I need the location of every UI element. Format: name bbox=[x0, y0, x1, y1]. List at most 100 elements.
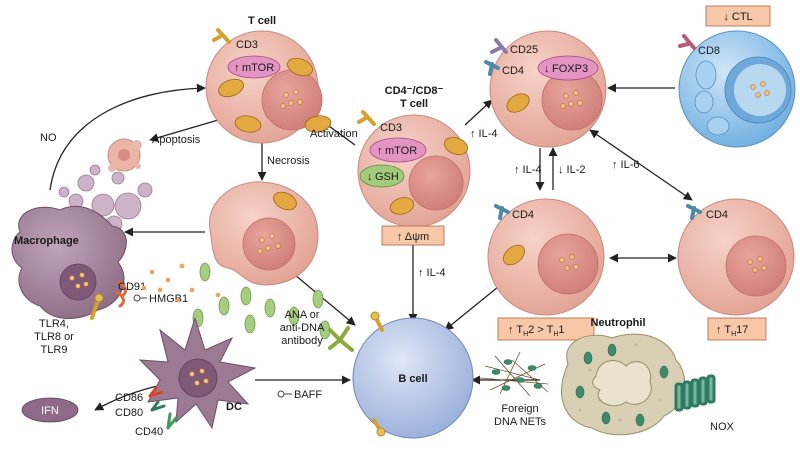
foxp3-oval bbox=[537, 55, 599, 81]
ana-label-3: antibody bbox=[281, 335, 323, 347]
th-cell: CD4 ↑ TH2 > TH1 bbox=[487, 198, 605, 341]
dn-mtor-label: mTOR bbox=[385, 145, 417, 157]
t-cell-mtor-arrow: ↑ bbox=[234, 62, 240, 74]
mtor-oval bbox=[227, 55, 281, 79]
il4-label-c: ↑ IL-4 bbox=[418, 267, 446, 279]
dn-cd3-receptor-icon bbox=[357, 110, 376, 126]
cd8-receptor-icon bbox=[678, 34, 696, 50]
debris-dots bbox=[141, 263, 221, 303]
gsh-oval bbox=[359, 164, 405, 188]
neutrophil-nucleus bbox=[592, 360, 652, 407]
dc-to-ifn-arrow bbox=[94, 384, 163, 411]
nox-complex-icon bbox=[674, 374, 716, 412]
tlr-label-1: TLR4, bbox=[39, 318, 69, 330]
dn-title-2: T cell bbox=[400, 98, 428, 110]
t-cell-nucleus-dots bbox=[280, 89, 303, 109]
treg-cd4-label: CD4 bbox=[502, 65, 524, 77]
tlr-receptor-icon bbox=[90, 293, 104, 320]
nets bbox=[479, 351, 549, 397]
ana-label-1: ANA or bbox=[285, 309, 320, 321]
cd40-label: CD40 bbox=[135, 426, 163, 438]
dn-gsh-label: GSH bbox=[375, 171, 399, 183]
antibody-icon bbox=[328, 326, 354, 352]
apoptosis-arrow bbox=[149, 117, 226, 143]
dpsi-label: ↑ Δψm bbox=[397, 231, 429, 243]
cd40-receptor-icon bbox=[166, 412, 178, 430]
dn-to-treg-arrow bbox=[464, 99, 493, 126]
macrophage: Macrophage CD91 HMGB1 TLR4, TLR8 or TLR9 bbox=[11, 164, 188, 356]
ctl-box-label: ↓ CTL bbox=[723, 11, 752, 23]
double-negative-t-cell: CD4⁻/CD8⁻ T cell ↑ mTOR ↓ GSH CD3 ↑ Δψm bbox=[357, 85, 471, 246]
ctl-cell: ↓ CTL CD8 bbox=[678, 5, 796, 148]
dc-nucleus bbox=[178, 358, 218, 398]
dn-gsh-arrow: ↓ bbox=[367, 171, 373, 183]
th-cd4-label: CD4 bbox=[512, 209, 534, 221]
dn-cd3-label: CD3 bbox=[380, 122, 402, 134]
necrotic-to-bcell-arrow bbox=[294, 274, 356, 326]
t-cell-mtor-label: mTOR bbox=[242, 62, 274, 74]
no-arrow bbox=[49, 83, 206, 191]
dendritic-cell: DC CD86 CD80 CD40 BAFF bbox=[115, 316, 322, 438]
macrophage-title: Macrophage bbox=[14, 235, 79, 247]
baff-label: BAFF bbox=[294, 389, 322, 401]
dn-mtor-arrow: ↑ bbox=[377, 145, 383, 157]
baff-icon bbox=[277, 390, 292, 398]
necrotic-cell bbox=[209, 181, 319, 286]
foxp3-label: FOXP3 bbox=[552, 63, 588, 75]
dc-title: DC bbox=[226, 401, 242, 413]
neutrophil-title: Neutrophil bbox=[591, 317, 646, 329]
dpsi-box bbox=[381, 225, 445, 246]
ctl-cd8-label: CD8 bbox=[698, 45, 720, 57]
mitochondria bbox=[218, 57, 332, 133]
dn-mtor-oval bbox=[369, 137, 427, 163]
il4-label-b: ↑ IL-4 bbox=[514, 164, 542, 176]
macrophage-nucleus bbox=[59, 263, 97, 301]
b-cell-title: B cell bbox=[398, 373, 427, 385]
cd80-receptor-icon bbox=[150, 400, 166, 412]
cd86-label: CD86 bbox=[115, 392, 143, 404]
ifn-oval bbox=[21, 397, 79, 423]
ifn-label: IFN bbox=[41, 405, 59, 417]
il2-label: ↓ IL-2 bbox=[558, 164, 586, 176]
cd91-label: CD91 bbox=[118, 281, 146, 293]
cd80-label: CD80 bbox=[115, 407, 143, 419]
bcr-receptor-icon bbox=[370, 311, 386, 437]
cd91-receptor-icon bbox=[114, 280, 127, 308]
th-cd4-receptor-icon bbox=[494, 204, 510, 220]
treg-cd25-label: CD25 bbox=[510, 44, 538, 56]
b-cell: B cell bbox=[352, 311, 474, 439]
apoptosis-label: Apoptosis bbox=[152, 134, 201, 146]
t-cell: T cell ↑ mTOR CD3 bbox=[205, 15, 332, 144]
th17-cd4-receptor-icon bbox=[686, 204, 702, 220]
th17-box bbox=[707, 317, 767, 341]
cd3-receptor-icon bbox=[212, 28, 231, 44]
arrows bbox=[49, 83, 693, 411]
t-cell-title: T cell bbox=[248, 15, 276, 27]
necrosis-label: Necrosis bbox=[267, 155, 310, 167]
nets-label-1: Foreign bbox=[501, 403, 538, 415]
cd4-receptor-icon bbox=[484, 60, 500, 76]
t-cell-cd3-label: CD3 bbox=[236, 39, 258, 51]
th2-box-label: ↑ TH2 > TH1 bbox=[508, 324, 565, 338]
cd25-receptor-icon bbox=[490, 38, 508, 54]
tlr-label-2: TLR8 or bbox=[34, 331, 74, 343]
dn-title-1: CD4⁻/CD8⁻ bbox=[385, 85, 444, 97]
no-label: NO bbox=[40, 132, 57, 144]
il6-label: ↑ IL-6 bbox=[612, 159, 640, 171]
th-to-bcell-arrow bbox=[444, 286, 499, 331]
tlr-label-3: TLR9 bbox=[41, 344, 68, 356]
treg-th17-arrow bbox=[589, 129, 693, 201]
mitochondrion bbox=[273, 191, 297, 211]
th2-box bbox=[497, 317, 595, 341]
nox-label: NOX bbox=[710, 421, 735, 433]
nets-label-2: DNA NETs bbox=[494, 416, 546, 428]
ctl-box bbox=[705, 5, 771, 27]
ana-label-2: anti-DNA bbox=[280, 322, 325, 334]
il4-label-a: ↑ IL-4 bbox=[470, 128, 498, 140]
th17-cd4-label: CD4 bbox=[706, 209, 728, 221]
apoptotic-cell bbox=[107, 138, 142, 172]
hmgb1-label: HMGB1 bbox=[149, 293, 188, 305]
foxp3-arrow: ↓ bbox=[544, 63, 550, 75]
th17-box-label: ↑ TH17 bbox=[716, 324, 748, 338]
